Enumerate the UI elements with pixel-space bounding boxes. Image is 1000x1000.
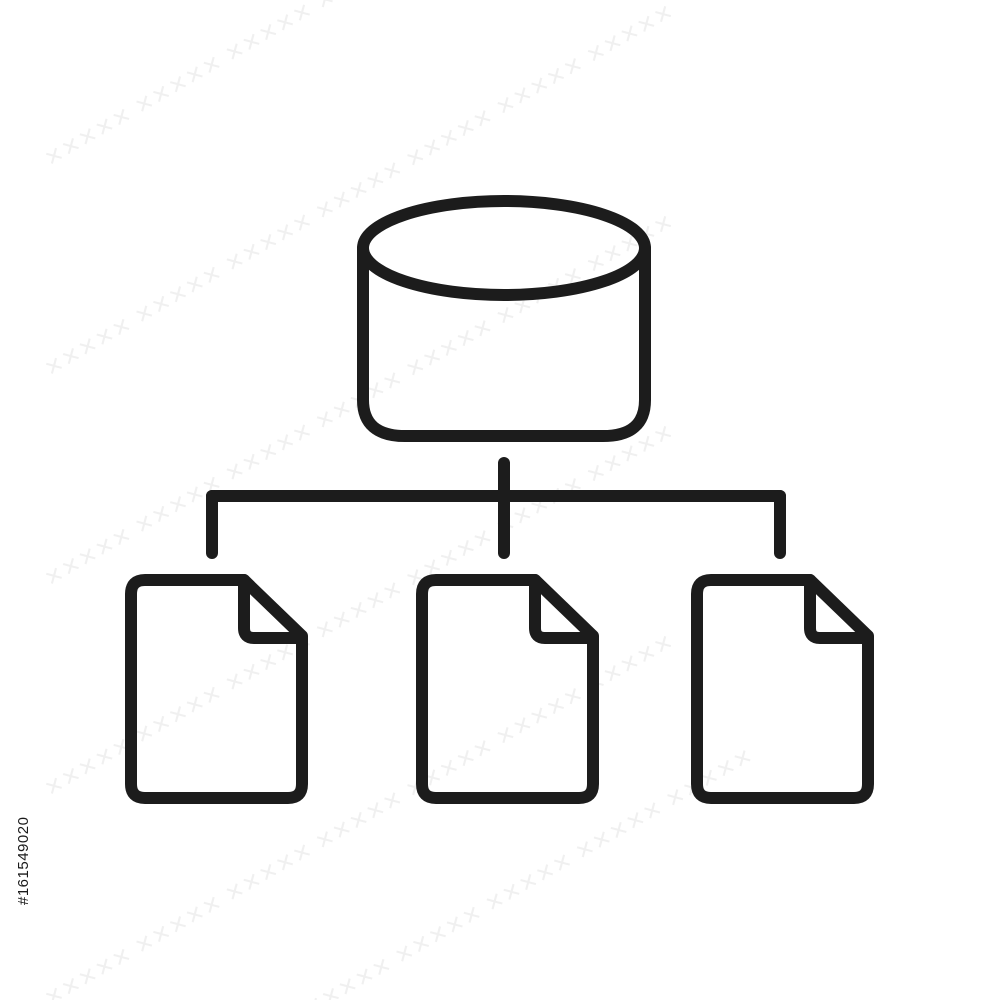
database-top	[357, 195, 651, 301]
database-icon	[357, 195, 651, 442]
document-icon-middle	[416, 574, 599, 804]
stock-id-label: #161549020	[14, 755, 34, 905]
document-icon-right	[691, 574, 874, 804]
stock-id-text: #161549020	[15, 816, 32, 905]
hierarchy-connectors	[206, 457, 786, 559]
database-body	[357, 242, 651, 442]
document-icon-left	[125, 574, 308, 804]
